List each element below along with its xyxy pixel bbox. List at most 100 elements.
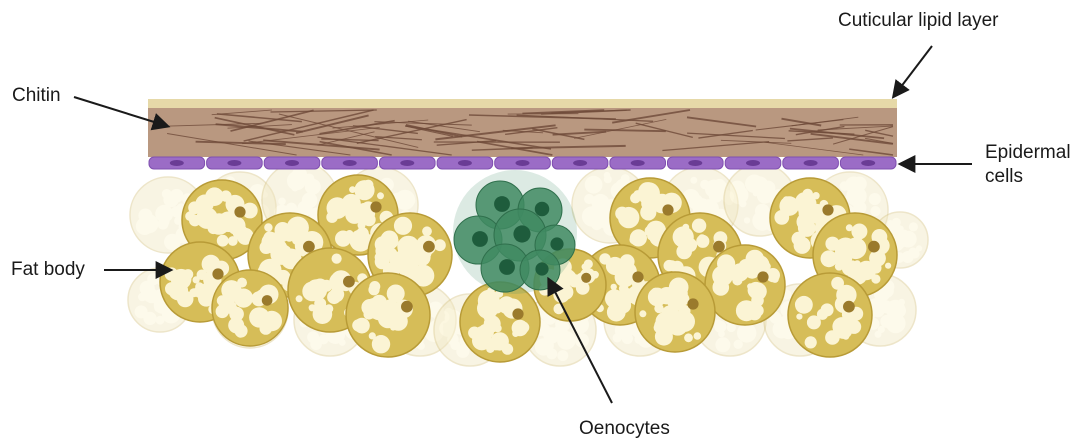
lipid-droplet <box>500 302 507 309</box>
lipid-droplet <box>869 193 881 205</box>
lipid-droplet <box>591 209 606 224</box>
oenocyte-nucleus <box>513 225 530 242</box>
lipid-droplet <box>748 307 762 321</box>
lipid-droplet <box>263 311 281 329</box>
lipid-droplet <box>734 340 743 349</box>
lipid-droplet <box>220 190 231 201</box>
lipid-droplet <box>356 227 369 240</box>
fat-cell-nucleus <box>512 308 523 319</box>
lipid-droplet <box>331 202 339 210</box>
lipid-droplet <box>615 207 629 221</box>
lipid-droplet <box>568 274 581 287</box>
lipid-droplet <box>155 205 173 223</box>
lipid-droplet <box>630 229 647 246</box>
lipid-droplet <box>783 196 790 203</box>
label-oenocytes: Oenocytes <box>579 417 670 441</box>
epidermal-nucleus <box>458 160 472 166</box>
lipid-droplet <box>582 263 589 270</box>
lipid-droplet <box>792 232 806 246</box>
fat-cell-nucleus <box>262 295 273 306</box>
fat-cell-nucleus <box>868 241 880 253</box>
lipid-droplet <box>599 253 610 264</box>
lipid-droplet <box>723 279 729 285</box>
epidermal-nucleus <box>227 160 241 166</box>
lipid-droplet <box>321 280 333 292</box>
oenocyte-nucleus <box>535 202 550 217</box>
lipid-droplet <box>171 269 192 290</box>
lipid-droplet <box>280 271 290 281</box>
lipid-droplet <box>557 350 568 361</box>
fat-body-cell <box>212 270 288 346</box>
lipid-droplet <box>845 177 862 194</box>
lipid-droplet <box>778 320 784 326</box>
lipid-droplet <box>228 317 244 333</box>
lipid-droplet <box>287 171 306 190</box>
cuticle-layers <box>148 99 897 157</box>
lipid-droplet <box>361 299 378 316</box>
label-chitin: Chitin <box>12 84 61 108</box>
fat-body-cell <box>460 282 540 362</box>
epidermal-nucleus <box>688 160 702 166</box>
fat-cell-nucleus <box>843 301 855 313</box>
lipid-droplet <box>739 200 746 207</box>
lipid-droplet <box>228 236 238 246</box>
fat-body-cell <box>788 273 872 357</box>
label-epidermal-line-2: cells <box>985 165 1071 189</box>
lipid-droplet <box>135 305 148 318</box>
lipid-droplet <box>751 176 769 194</box>
lipid-droplet <box>694 332 702 340</box>
lipid-droplet <box>422 226 432 236</box>
fat-cell-nucleus <box>234 206 245 217</box>
lipid-droplet <box>345 205 364 224</box>
lipid-droplet <box>755 204 769 218</box>
lipid-droplet <box>611 284 617 290</box>
lipid-droplet <box>869 250 886 267</box>
lipid-droplet <box>690 177 697 184</box>
lipid-droplet <box>172 236 180 244</box>
cuticular-lipid-layer <box>148 99 897 108</box>
lipid-droplet <box>696 235 709 248</box>
lipid-droplet <box>278 198 286 206</box>
lipid-droplet <box>664 260 675 271</box>
lipid-droplet <box>354 180 374 200</box>
lipid-droplet <box>870 206 880 216</box>
lipid-droplet <box>667 288 685 306</box>
lipid-droplet <box>647 233 654 240</box>
lipid-droplet <box>188 201 201 214</box>
lipid-droplet <box>217 235 229 247</box>
lipid-droplet <box>368 284 379 295</box>
epidermal-nucleus <box>343 160 357 166</box>
lipid-droplet <box>715 337 730 352</box>
lipid-droplet <box>546 348 557 359</box>
lipid-droplet <box>639 310 646 317</box>
epidermal-nucleus <box>573 160 587 166</box>
lipid-droplet <box>156 316 165 325</box>
lipid-droplet <box>332 290 344 302</box>
fat-cell-nucleus <box>632 271 643 282</box>
lipid-droplet <box>805 336 817 348</box>
lipid-droplet <box>314 298 326 310</box>
lipid-droplet <box>673 226 694 247</box>
lipid-droplet <box>332 254 342 264</box>
label-epidermal-line-1: Epidermal <box>985 141 1071 165</box>
lipid-droplet <box>494 324 502 332</box>
lipid-droplet <box>397 256 419 278</box>
lipid-droplet <box>802 189 813 200</box>
oenocyte-nucleus <box>535 262 548 275</box>
oenocyte-nucleus <box>494 196 510 212</box>
lipid-droplet <box>372 335 390 353</box>
lipid-droplet <box>684 333 693 342</box>
lipid-droplet <box>557 331 576 350</box>
lipid-droplet <box>840 184 847 191</box>
lipid-droplet <box>821 250 838 267</box>
lipid-droplet <box>476 326 485 335</box>
epidermal-cells <box>149 157 896 169</box>
lipid-droplet <box>352 319 364 331</box>
lipid-droplet <box>705 180 723 198</box>
lipid-droplet <box>692 219 706 233</box>
lipid-droplet <box>585 176 603 194</box>
lipid-droplet <box>377 192 384 199</box>
epidermal-nucleus <box>804 160 818 166</box>
lipid-droplet <box>375 242 393 260</box>
